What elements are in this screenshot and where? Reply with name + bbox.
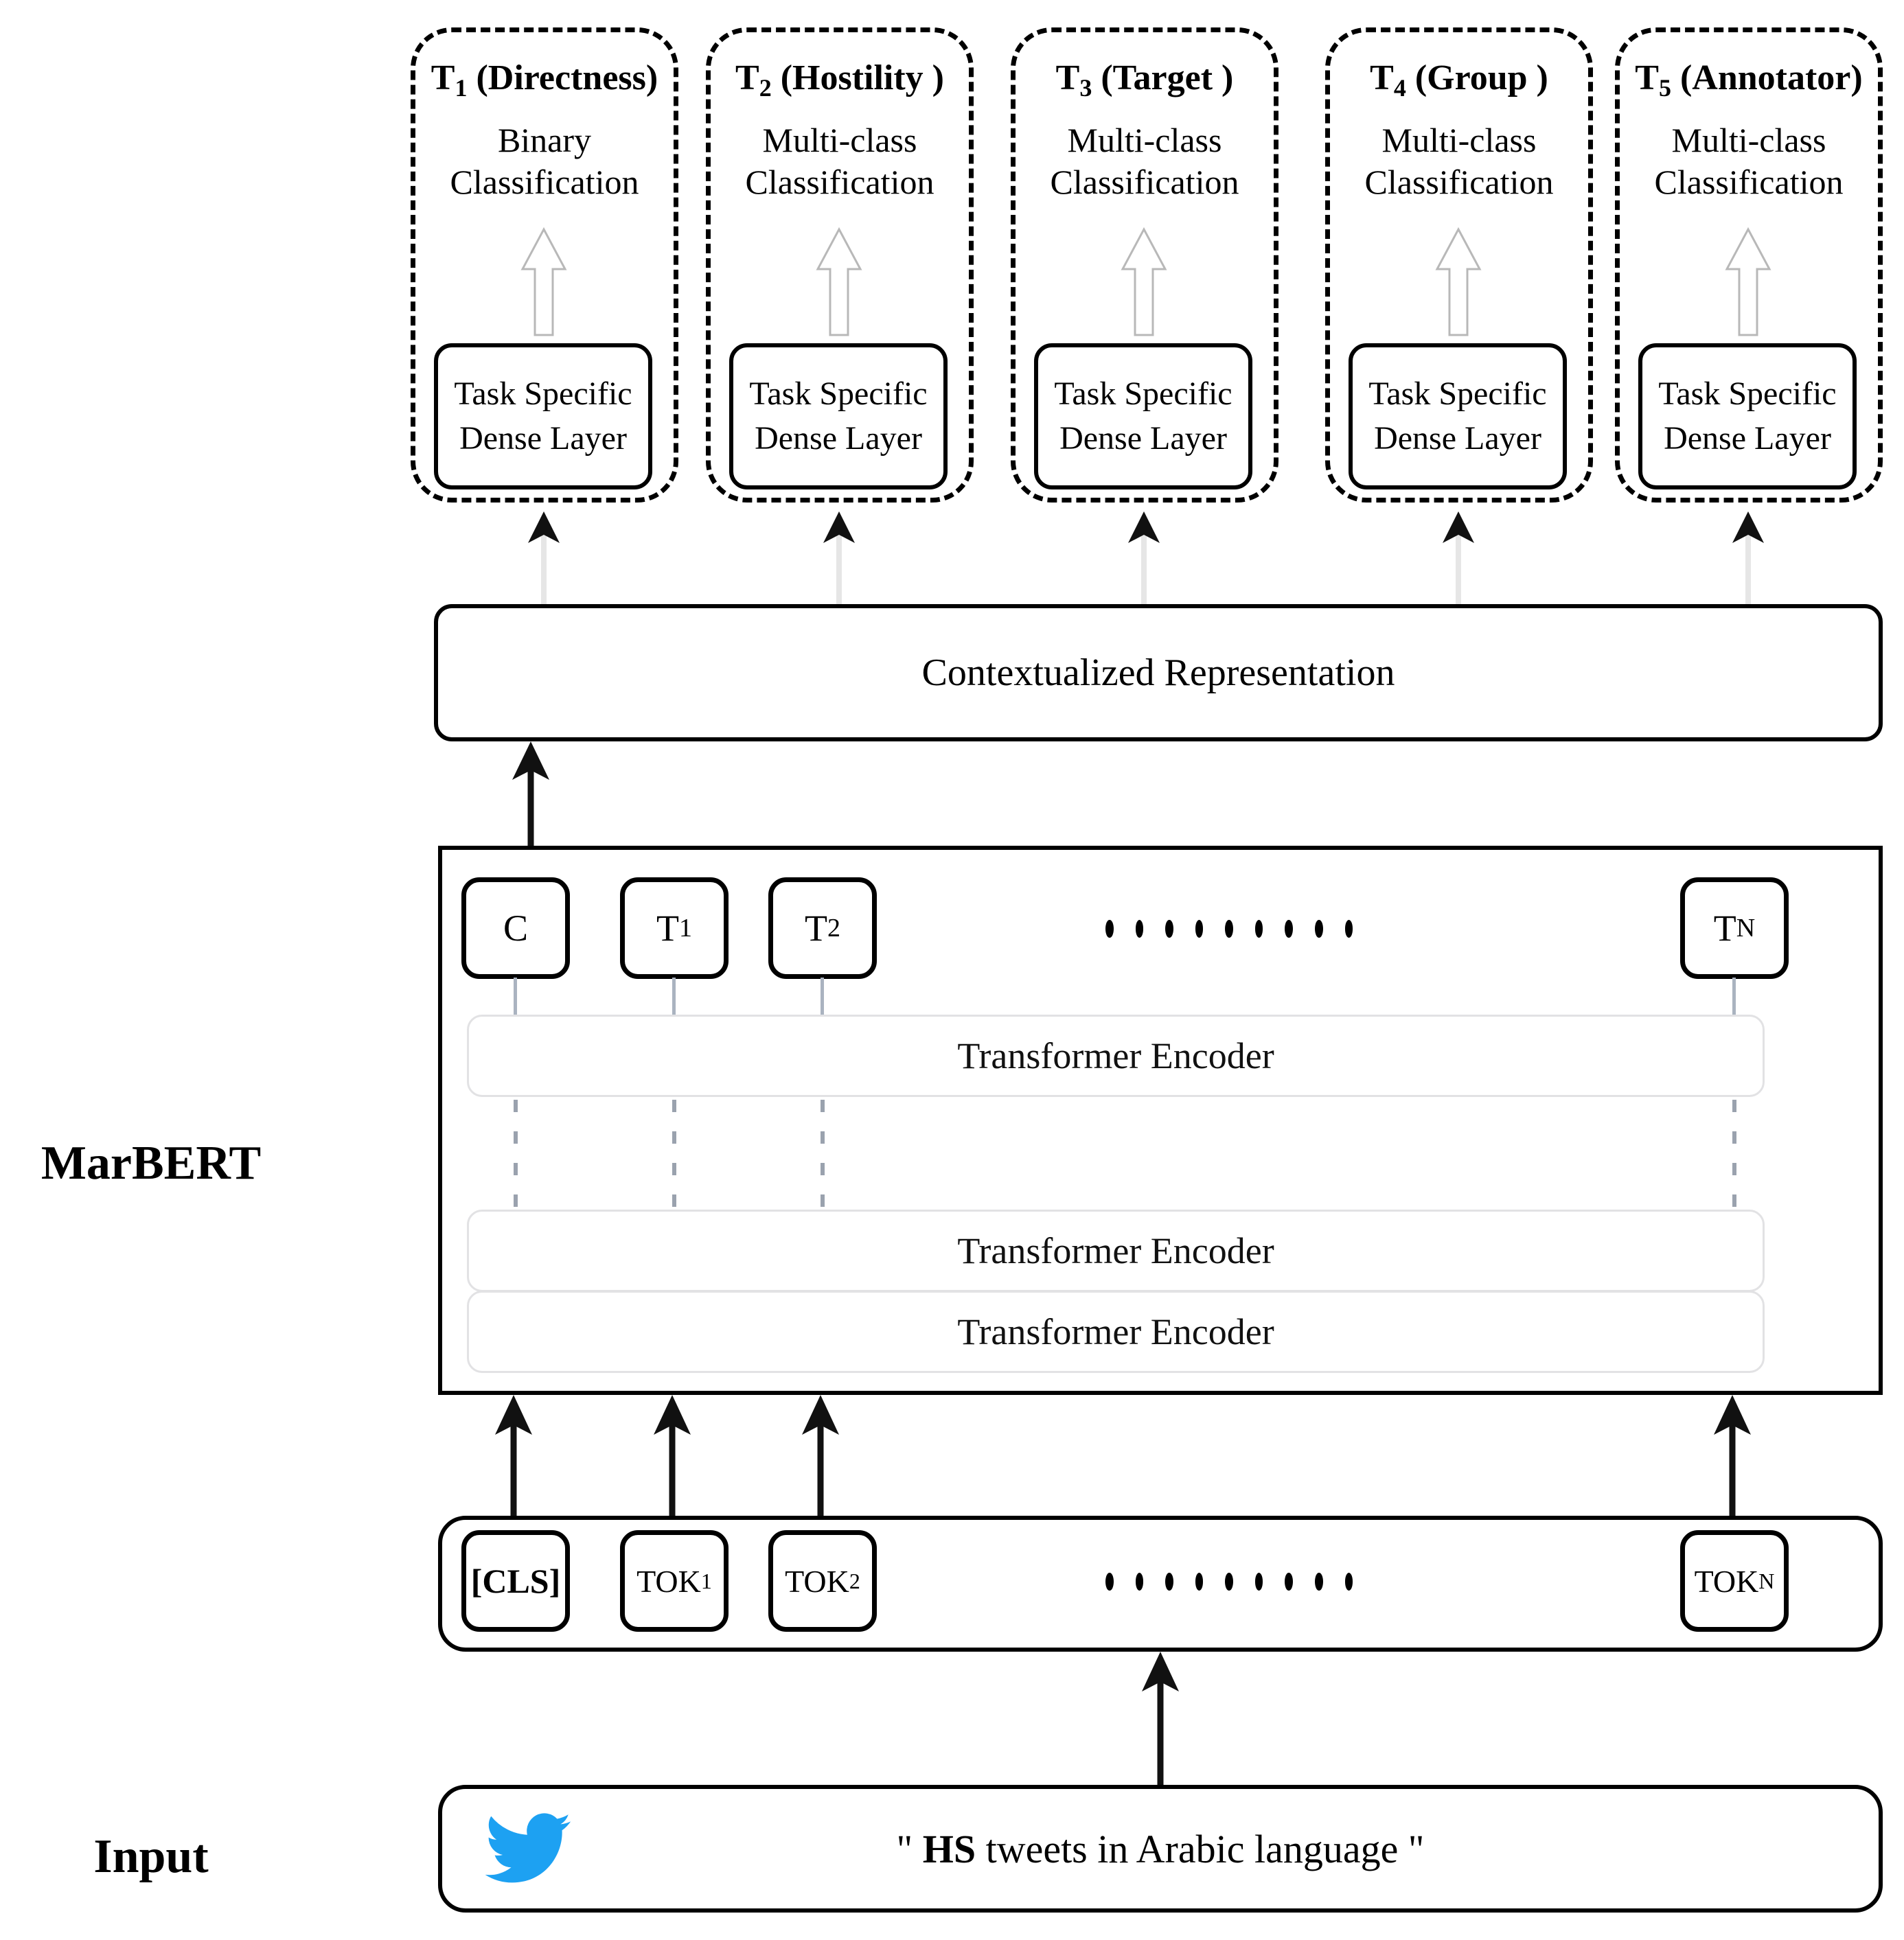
transformer-encoder-middle: Transformer Encoder xyxy=(467,1210,1765,1292)
transformer-encoder-bottom: Transformer Encoder xyxy=(467,1291,1765,1373)
connector-t2-enc1 xyxy=(821,978,824,1015)
task-type-t1: Binary Classification xyxy=(450,120,639,201)
arrow-cls-to-marbert xyxy=(490,1395,538,1525)
dense-layer-t2[interactable]: Task Specific Dense Layer xyxy=(729,343,948,489)
task-title-t3: T3 (Target ) xyxy=(1055,58,1234,102)
hollow-arrow-t3 xyxy=(1120,227,1168,336)
encoder-stack-dots-c xyxy=(514,1100,518,1210)
dense-layer-t4[interactable]: Task Specific Dense Layer xyxy=(1349,343,1567,489)
token-ellipsis xyxy=(1105,1571,1353,1592)
task-type-t2: Multi-class Classification xyxy=(745,120,934,201)
side-label-input: Input xyxy=(93,1830,209,1883)
arrow-input-to-tokens xyxy=(1136,1652,1184,1789)
contextualized-representation-box: Contextualized Representation xyxy=(434,604,1883,741)
input-tweet-text: " HS tweets in Arabic language " xyxy=(896,1826,1425,1871)
hollow-arrow-t2 xyxy=(815,227,863,336)
task-type-t5: Multi-class Classification xyxy=(1654,120,1844,201)
hollow-arrow-t1 xyxy=(520,227,568,336)
task-type-t4: Multi-class Classification xyxy=(1364,120,1554,201)
task-title-t1: T1 (Directness) xyxy=(431,58,658,102)
arrow-tok2-to-marbert xyxy=(796,1395,845,1525)
encoder-stack-dots-tn xyxy=(1732,1100,1736,1210)
hidden-state-c[interactable]: C xyxy=(461,877,570,979)
twitter-bird-icon xyxy=(442,1813,614,1884)
hollow-arrow-t5 xyxy=(1724,227,1772,336)
arrow-marbert-to-ctx xyxy=(507,741,555,848)
hollow-arrow-t4 xyxy=(1434,227,1482,336)
connector-c-enc1 xyxy=(514,978,517,1015)
dense-layer-t3[interactable]: Task Specific Dense Layer xyxy=(1034,343,1252,489)
task-title-t4: T4 (Group ) xyxy=(1370,58,1548,102)
connector-t1-enc1 xyxy=(672,978,676,1015)
arrow-ctx-to-t3 xyxy=(1120,511,1168,608)
token-cls[interactable]: [CLS] xyxy=(461,1530,570,1632)
transformer-encoder-top: Transformer Encoder xyxy=(467,1015,1765,1097)
input-tweet-box[interactable]: " HS tweets in Arabic language " xyxy=(438,1785,1883,1913)
dense-layer-t5[interactable]: Task Specific Dense Layer xyxy=(1638,343,1857,489)
task-title-t2: T2 (Hostility ) xyxy=(735,58,944,102)
encoder-stack-dots-t1 xyxy=(672,1100,676,1210)
arrow-ctx-to-t5 xyxy=(1724,511,1772,608)
task-type-t3: Multi-class Classification xyxy=(1050,120,1239,201)
arrow-tokn-to-marbert xyxy=(1708,1395,1756,1525)
arrow-ctx-to-t4 xyxy=(1434,511,1482,608)
dense-layer-t1[interactable]: Task Specific Dense Layer xyxy=(434,343,652,489)
task-title-t5: T5 (Annotator) xyxy=(1635,58,1863,102)
encoder-stack-dots-t2 xyxy=(821,1100,825,1210)
arrow-ctx-to-t2 xyxy=(815,511,863,608)
arrow-ctx-to-t1 xyxy=(520,511,568,608)
connector-tn-enc1 xyxy=(1732,978,1736,1015)
hidden-state-ellipsis xyxy=(1105,919,1353,939)
arrow-tok1-to-marbert xyxy=(648,1395,696,1525)
side-label-marbert: MarBERT xyxy=(41,1137,262,1190)
